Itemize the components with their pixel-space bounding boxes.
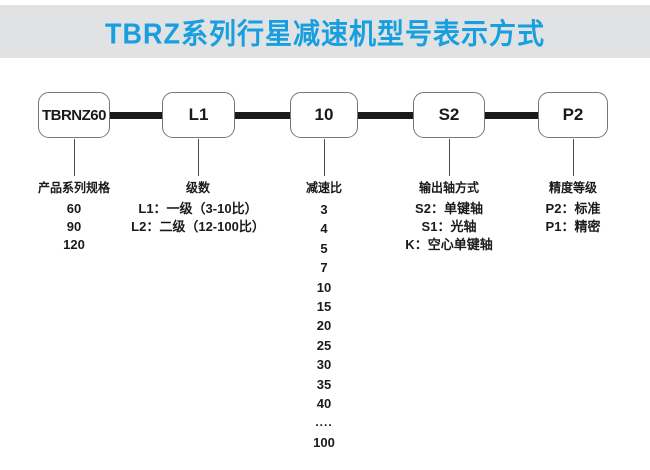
model-box-series: TBRNZ60 bbox=[38, 92, 110, 138]
stem-line bbox=[449, 139, 450, 176]
legend-column-output-shaft: 输出轴方式 S2：单键轴 S1：光轴 K：空心单键轴 bbox=[405, 177, 492, 254]
model-box-output-shaft: S2 bbox=[413, 92, 485, 138]
option-list: 3 4 5 7 10 15 20 25 30 35 40.... 100 bbox=[305, 200, 343, 452]
option-item: 90 bbox=[66, 219, 82, 234]
option-item: 10 bbox=[316, 279, 332, 295]
model-box-stages: L1 bbox=[162, 92, 235, 138]
option-item: 7 bbox=[320, 260, 328, 276]
option-item: 5 bbox=[320, 240, 328, 256]
option-list: S2：单键轴 S1：光轴 K：空心单键轴 bbox=[405, 200, 492, 254]
option-item: P1：精密 bbox=[545, 219, 601, 234]
column-label: 减速比 bbox=[305, 181, 343, 195]
connector-line bbox=[235, 112, 290, 119]
option-item: 3 bbox=[320, 202, 328, 217]
option-item: S2：单键轴 bbox=[415, 201, 483, 216]
legend-column-ratio: 减速比 3 4 5 7 10 15 20 25 30 35 40.... 100 bbox=[305, 177, 343, 452]
option-list: L1：一级（3-10比） L2：二级（12-100比） bbox=[131, 200, 265, 236]
option-list: P2：标准 P1：精密 bbox=[546, 200, 601, 236]
option-item: 20 bbox=[316, 318, 332, 334]
option-item: L1：一级（3-10比） bbox=[138, 201, 258, 216]
stem-line bbox=[324, 139, 325, 176]
option-item: 25 bbox=[316, 337, 332, 353]
option-item: 4 bbox=[320, 221, 328, 237]
column-label: 产品系列规格 bbox=[37, 181, 111, 195]
header-band: TBRZ系列行星减速机型号表示方式 bbox=[0, 5, 650, 58]
column-label: 级数 bbox=[185, 181, 210, 195]
column-label: 精度等级 bbox=[548, 181, 597, 195]
option-item: 30 bbox=[316, 357, 332, 373]
option-item: P2：标准 bbox=[545, 201, 601, 216]
option-item: 100 bbox=[313, 434, 335, 450]
connector-line bbox=[485, 112, 538, 119]
legend-column-stages: 级数 L1：一级（3-10比） L2：二级（12-100比） bbox=[131, 177, 265, 236]
option-item: .... bbox=[315, 415, 333, 430]
legend-column-series: 产品系列规格 60 90 120 bbox=[36, 177, 111, 254]
legend-column-precision: 精度等级 P2：标准 P1：精密 bbox=[546, 177, 601, 236]
column-label: 输出轴方式 bbox=[418, 181, 480, 195]
option-item: 40 bbox=[316, 396, 332, 412]
option-item: 120 bbox=[63, 237, 85, 252]
stem-line bbox=[198, 139, 199, 176]
stem-line bbox=[74, 139, 75, 176]
option-item: 15 bbox=[316, 299, 332, 315]
model-box-ratio: 10 bbox=[290, 92, 358, 138]
page-title: TBRZ系列行星减速机型号表示方式 bbox=[105, 18, 545, 50]
model-box-precision: P2 bbox=[538, 92, 608, 138]
option-item: 35 bbox=[316, 376, 332, 392]
option-item: 60 bbox=[66, 201, 82, 216]
stem-line bbox=[573, 139, 574, 176]
connector-line bbox=[110, 112, 162, 119]
option-item: S1：光轴 bbox=[421, 219, 477, 234]
option-list: 60 90 120 bbox=[36, 200, 111, 254]
connector-line bbox=[358, 112, 413, 119]
option-item: L2：二级（12-100比） bbox=[131, 219, 265, 234]
option-item: K：空心单键轴 bbox=[405, 237, 493, 252]
